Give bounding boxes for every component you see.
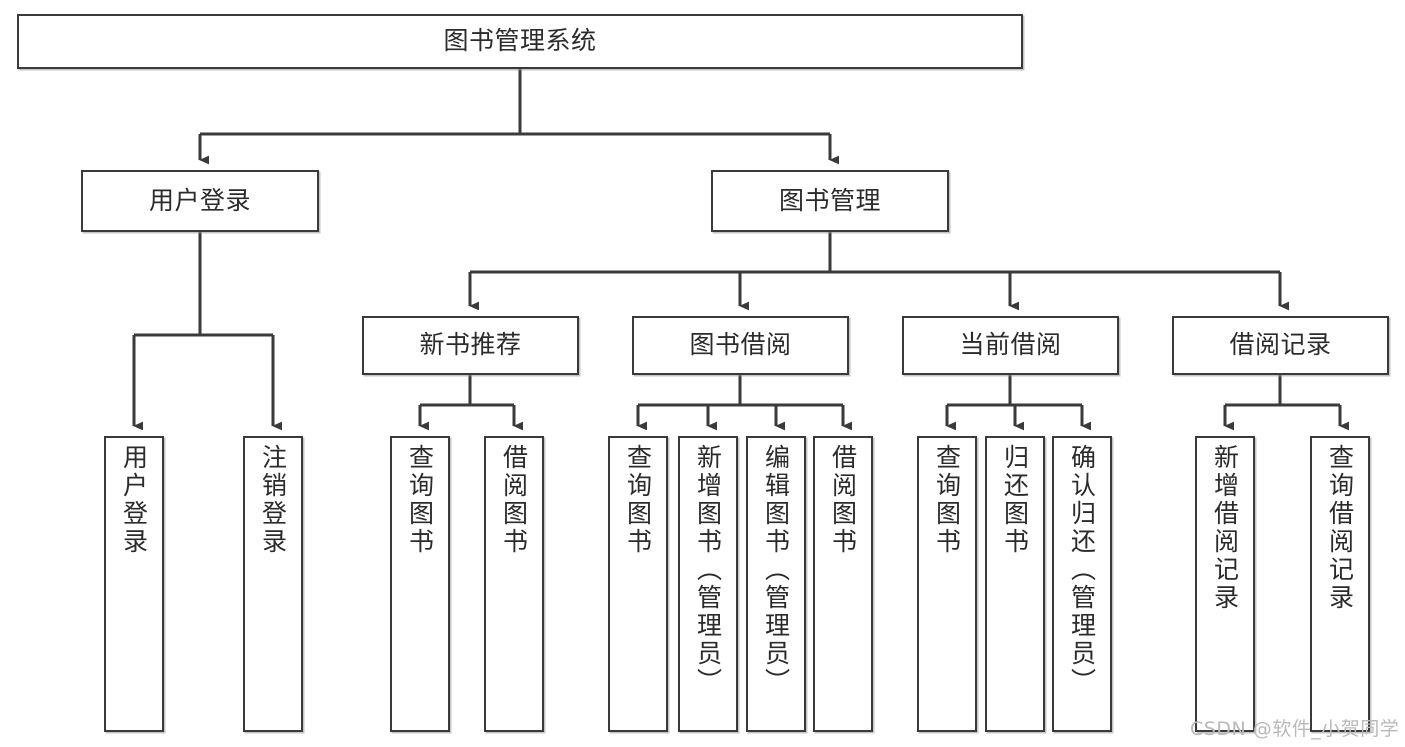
node-leaf-edit-book-admin-label: 编辑图书（管理员）	[761, 444, 791, 696]
node-leaf-confirm-return-admin[interactable]: 确认归还（管理员）	[1052, 436, 1112, 732]
node-new-book-recommend[interactable]: 新书推荐	[362, 316, 579, 375]
node-leaf-confirm-return-admin-label: 确认归还（管理员）	[1067, 444, 1097, 696]
node-leaf-user-login[interactable]: 用户登录	[104, 436, 164, 732]
node-book-borrow[interactable]: 图书借阅	[632, 316, 849, 375]
node-leaf-add-borrow-record[interactable]: 新增借阅记录	[1195, 436, 1255, 732]
node-leaf-add-book-admin-label: 新增图书（管理员）	[693, 444, 723, 696]
node-borrow-record[interactable]: 借阅记录	[1172, 316, 1389, 375]
node-new-book-recommend-label: 新书推荐	[419, 330, 522, 360]
node-leaf-logout[interactable]: 注销登录	[243, 436, 303, 732]
node-leaf-query-book-borrow[interactable]: 查询图书	[608, 436, 668, 732]
node-leaf-borrow-book-recommend[interactable]: 借阅图书	[484, 436, 544, 732]
node-current-borrow-label: 当前借阅	[959, 330, 1062, 360]
node-leaf-user-login-label: 用户登录	[119, 444, 149, 556]
watermark-credit: CSDN @软件_小贺同学	[1190, 718, 1400, 740]
node-leaf-borrow-book-recommend-label: 借阅图书	[499, 444, 529, 556]
node-leaf-query-book-borrow-label: 查询图书	[623, 444, 653, 556]
node-borrow-record-label: 借阅记录	[1229, 330, 1332, 360]
node-user-login-label: 用户登录	[148, 185, 251, 215]
node-leaf-edit-book-admin[interactable]: 编辑图书（管理员）	[746, 436, 806, 732]
node-leaf-logout-label: 注销登录	[258, 444, 288, 556]
node-user-login[interactable]: 用户登录	[81, 170, 319, 232]
node-leaf-add-borrow-record-label: 新增借阅记录	[1210, 444, 1240, 612]
node-book-borrow-label: 图书借阅	[689, 330, 792, 360]
node-current-borrow[interactable]: 当前借阅	[902, 316, 1119, 375]
node-leaf-query-book-recommend[interactable]: 查询图书	[390, 436, 450, 732]
node-root-label: 图书管理系统	[443, 26, 597, 56]
node-leaf-query-book-current-label: 查询图书	[932, 444, 962, 556]
node-leaf-add-book-admin[interactable]: 新增图书（管理员）	[678, 436, 738, 732]
node-leaf-borrow-book-label: 借阅图书	[828, 444, 858, 556]
node-book-manage[interactable]: 图书管理	[711, 170, 949, 232]
node-leaf-query-book-recommend-label: 查询图书	[405, 444, 435, 556]
node-leaf-borrow-book[interactable]: 借阅图书	[813, 436, 873, 732]
node-leaf-return-book-label: 归还图书	[1000, 444, 1030, 556]
node-root-system[interactable]: 图书管理系统	[17, 14, 1023, 69]
node-leaf-query-borrow-record-label: 查询借阅记录	[1325, 444, 1355, 612]
node-book-manage-label: 图书管理	[778, 185, 881, 215]
node-leaf-return-book[interactable]: 归还图书	[985, 436, 1045, 732]
node-leaf-query-book-current[interactable]: 查询图书	[917, 436, 977, 732]
node-leaf-query-borrow-record[interactable]: 查询借阅记录	[1310, 436, 1370, 732]
